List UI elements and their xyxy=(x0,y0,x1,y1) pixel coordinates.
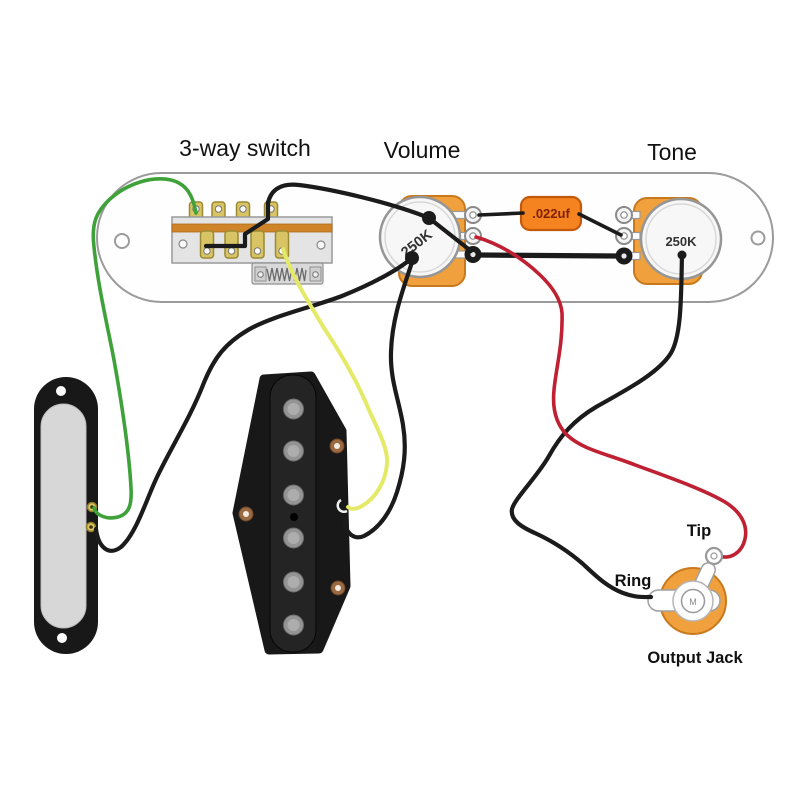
volume-to-tone-ground-wire xyxy=(475,252,619,259)
neck-pickup-screw-top xyxy=(56,386,66,396)
plate-screw-hole-right xyxy=(750,230,766,246)
wires xyxy=(91,177,748,600)
ring-label: Ring xyxy=(615,572,652,590)
switch-label: 3-way switch xyxy=(179,135,311,161)
switch-screw-left xyxy=(178,239,188,249)
tone-pot: 250K xyxy=(615,197,723,285)
tip-label: Tip xyxy=(687,522,711,540)
switch-spring-coil xyxy=(266,267,307,282)
output-jack-center xyxy=(680,588,706,614)
volume-to-cap-wire xyxy=(477,211,525,217)
bridge-hot-wire xyxy=(281,247,390,511)
jack-ground-wire xyxy=(509,252,685,600)
bridge-pickup xyxy=(232,371,351,655)
plate-screw-hole-left xyxy=(114,233,130,249)
diagram-labels: 3-way switch Volume Tone Tip Ring Output… xyxy=(179,135,743,667)
capacitor: .022uf xyxy=(519,195,583,232)
volume-label: Volume xyxy=(384,137,461,163)
switch-screw-right xyxy=(316,240,326,250)
tone-label: Tone xyxy=(647,139,697,165)
neck-hot-wire xyxy=(91,177,198,520)
output-jack-label: Output Jack xyxy=(647,649,743,667)
tone-lug-1 xyxy=(615,206,633,224)
tone-lug-2 xyxy=(615,227,633,245)
switch-bottom-lug-3 xyxy=(250,230,265,259)
switch-jumper-wire xyxy=(203,199,271,249)
neck-pickup-cover xyxy=(40,403,87,629)
output-jack-tip-lug xyxy=(704,546,724,566)
tone-solder-dot xyxy=(677,250,687,260)
tone-pot-value: 250K xyxy=(665,234,697,249)
output-hot-wire xyxy=(474,235,748,559)
bridge-pickup-center-dot xyxy=(290,513,298,521)
bridge-pickup-mount-holes xyxy=(238,438,346,596)
tone-lug-3-soldered xyxy=(615,247,633,265)
cap-to-tone-wire xyxy=(577,212,623,237)
bridge-ground-wire xyxy=(342,256,416,540)
output-jack: M xyxy=(647,562,727,635)
switch-spring-assembly xyxy=(251,262,324,285)
volume-pot-body xyxy=(378,195,462,279)
capacitor-value: .022uf xyxy=(532,206,570,221)
volume-solder-dot-bottom xyxy=(405,251,419,265)
switch-to-volume-wire xyxy=(265,182,474,254)
neck-ground-wire xyxy=(93,255,415,553)
neck-pickup-screw-bottom xyxy=(57,633,67,643)
bridge-pickup-pole-pieces xyxy=(283,398,304,636)
bridge-pickup-wire-hook xyxy=(336,498,348,513)
output-jack-center-mark: M xyxy=(689,597,697,607)
switch-top-lug-3 xyxy=(235,201,251,227)
neck-pickup xyxy=(34,377,98,654)
volume-lug-1 xyxy=(464,206,482,224)
volume-solder-dot-top xyxy=(422,211,436,225)
